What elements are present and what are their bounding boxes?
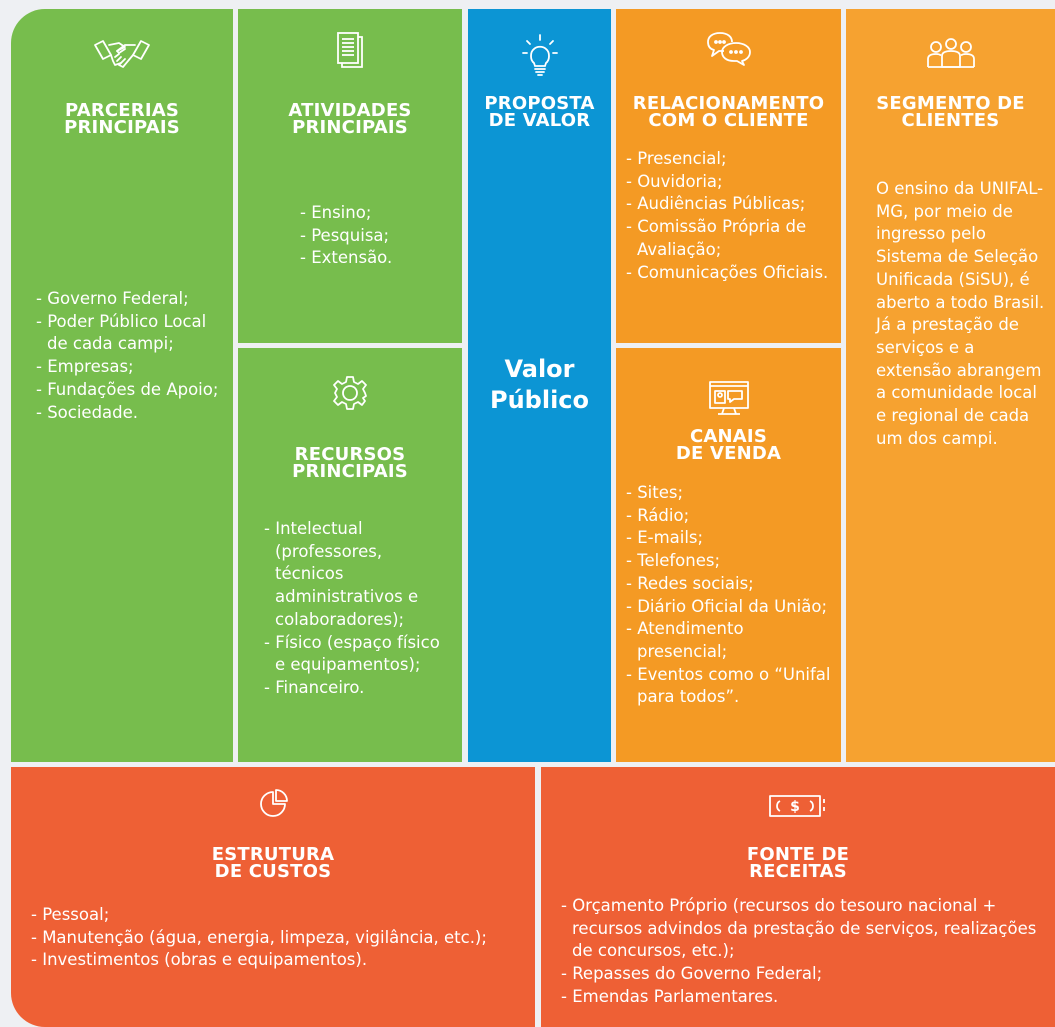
list-item: - Atendimento presencial;	[626, 619, 744, 661]
list-item: - Fundações de Apoio;	[36, 379, 219, 399]
gear-icon	[238, 375, 462, 411]
atividades-list: - Ensino; - Pesquisa; - Extensão.	[300, 202, 450, 270]
svg-text:$: $	[790, 799, 800, 815]
list-item: - Extensão.	[300, 248, 393, 268]
list-item: - Financeiro.	[264, 677, 365, 697]
segmento-text: O ensino da UNIFAL-MG, por meio de ingre…	[876, 179, 1045, 448]
money-bill-icon: $	[541, 793, 1055, 819]
list-item: - Intelectual (professores, técnicos adm…	[264, 519, 419, 629]
chat-bubbles-icon	[616, 31, 841, 67]
lightbulb-icon	[468, 33, 611, 77]
list-item: - Pessoal;	[31, 905, 110, 924]
list-item: - Orçamento Próprio (recursos do tesouro…	[561, 896, 1037, 961]
list-item: - Investimentos (obras e equipamentos).	[31, 950, 368, 970]
list-item: - Sociedade.	[36, 402, 139, 422]
list-item: - Ensino;	[300, 203, 372, 222]
pie-chart-icon	[11, 789, 535, 819]
list-item: - Pesquisa;	[300, 225, 390, 245]
list-item: - Emendas Parlamentares.	[561, 986, 779, 1006]
document-icon	[238, 31, 462, 69]
people-group-icon	[846, 37, 1055, 71]
list-item: - Eventos como o “Unifal para todos”.	[626, 664, 831, 707]
list-item: - Redes sociais;	[626, 573, 754, 593]
list-item: - Poder Público Local de cada campi;	[36, 311, 207, 354]
recursos-list: - Intelectual (professores, técnicos adm…	[264, 518, 449, 700]
list-item: - Comissão Própria de Avaliação;	[626, 217, 807, 259]
relacionamento-list: - Presencial; - Ouvidoria; - Audiências …	[626, 148, 838, 284]
list-item: - Sites;	[626, 483, 684, 502]
list-item: - Rádio;	[626, 505, 690, 525]
list-item: - Diário Oficial da União;	[626, 596, 827, 616]
handshake-icon	[11, 37, 233, 71]
receitas-list: - Orçamento Próprio (recursos do tesouro…	[561, 895, 1053, 1009]
canais-list: - Sites; - Rádio; - E-mails; - Telefones…	[626, 482, 838, 709]
list-item: - Físico (espaço físico e equipamentos);	[264, 632, 440, 675]
list-item: - Manutenção (água, energia, limpeza, vi…	[31, 927, 487, 947]
list-item: - Comunicações Oficiais.	[626, 262, 829, 282]
list-item: - Governo Federal;	[36, 289, 189, 308]
list-item: - Empresas;	[36, 357, 134, 377]
parcerias-list: - Governo Federal; - Poder Público Local…	[36, 288, 226, 424]
custos-list: - Pessoal; - Manutenção (água, energia, …	[31, 904, 531, 972]
list-item: - Audiências Públicas;	[626, 194, 806, 214]
list-item: - Presencial;	[626, 149, 727, 168]
list-item: - Telefones;	[626, 551, 721, 571]
list-item: - E-mails;	[626, 528, 704, 548]
list-item: - Ouvidoria;	[626, 171, 723, 191]
list-item: - Repasses do Governo Federal;	[561, 964, 823, 984]
computer-chat-icon	[616, 380, 841, 416]
